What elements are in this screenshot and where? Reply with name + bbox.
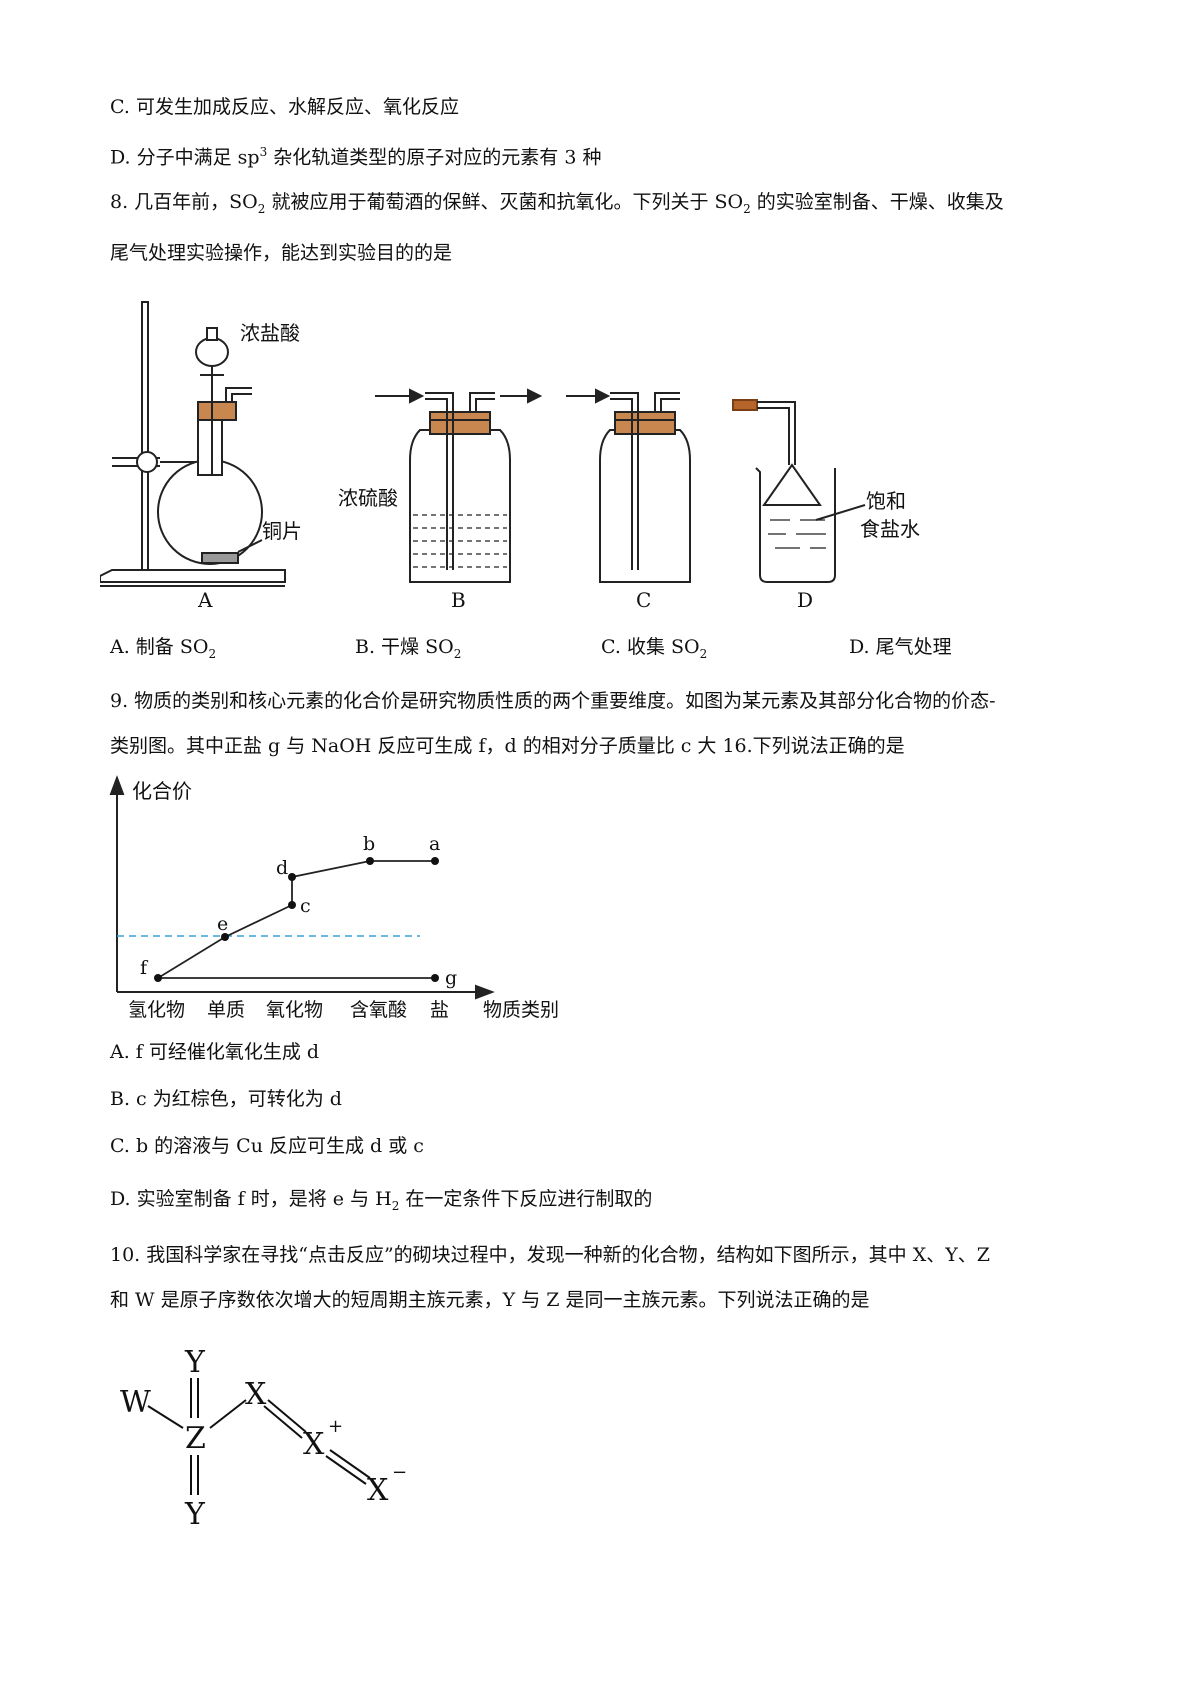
point-d	[288, 873, 296, 881]
apparatus-c	[599, 392, 691, 583]
atom-y-top: Y	[184, 1345, 206, 1380]
caption-d: D	[797, 588, 813, 612]
category-hydride: 氢化物	[128, 999, 185, 1020]
atom-x2: X	[303, 1427, 325, 1462]
q8-option-a: A. 制备 SO2	[110, 634, 216, 667]
q9-option-a: A. f 可经催化氧化生成 d	[110, 1041, 320, 1063]
label-f: f	[140, 957, 149, 979]
q9-option-d-text-2: 在一定条件下反应进行制取的	[399, 1188, 653, 1210]
caption-c: C	[636, 588, 651, 612]
superscript: 3	[259, 145, 268, 159]
q8-option-b-text: B. 干燥 SO	[355, 636, 454, 658]
point-f	[154, 974, 162, 982]
q8-stem-line1: 8. 几百年前，SO2 就被应用于葡萄酒的保鲜、灭菌和抗氧化。下列关于 SO2 …	[110, 189, 1004, 222]
label-g: g	[445, 967, 457, 989]
label-nacl-1: 饱和	[866, 489, 906, 513]
q7-option-d: D. 分子中满足 sp3 杂化轨道类型的原子对应的元素有 3 种	[110, 139, 601, 170]
category-element: 单质	[207, 999, 245, 1020]
q8-apparatus-figure: 浓盐酸 铜片 A 浓硫酸 B	[100, 301, 920, 612]
q8-option-a-text: A. 制备 SO	[110, 636, 209, 658]
subscript: 2	[453, 646, 462, 661]
q10-structure-diagram: Y W Z Y X X X + −	[120, 1345, 407, 1530]
label-h2so4: 浓硫酸	[338, 486, 398, 510]
charge-plus: +	[328, 1416, 343, 1437]
label-copper: 铜片	[262, 519, 302, 543]
q8-option-c-text: C. 收集 SO	[601, 636, 700, 658]
q7-option-c: C. 可发生加成反应、水解反应、氧化反应	[110, 96, 459, 118]
label-e: e	[217, 913, 228, 935]
subscript: 2	[699, 646, 708, 661]
atom-w: W	[120, 1385, 151, 1420]
bond-x-x-3	[329, 1449, 371, 1479]
line-c-d-b-a	[291, 860, 435, 905]
q8-text-a: 8. 几百年前，SO	[110, 191, 258, 213]
y-axis-label: 化合价	[132, 779, 192, 803]
atom-y-bottom: Y	[184, 1497, 206, 1530]
point-a	[431, 857, 439, 865]
point-b	[366, 857, 374, 865]
label-c: c	[300, 895, 311, 917]
apparatus-a	[100, 301, 286, 587]
bond-x-x-1	[267, 1399, 307, 1433]
q9-stem-line2: 类别图。其中正盐 g 与 NaOH 反应可生成 f，d 的相对分子质量比 c 大…	[110, 735, 905, 757]
label-b: b	[363, 833, 375, 855]
q9-option-d: D. 实验室制备 f 时，是将 e 与 H2 在一定条件下反应进行制取的	[110, 1186, 652, 1219]
q8-option-c: C. 收集 SO2	[601, 634, 707, 667]
subscript: 2	[743, 201, 751, 216]
q7-option-d-text-2: 杂化轨道类型的原子对应的元素有 3 种	[267, 146, 602, 169]
q9-stem-line1: 9. 物质的类别和核心元素的化合价是研究物质性质的两个重要维度。如图为某元素及其…	[110, 690, 996, 712]
q10-stem-line1: 10. 我国科学家在寻找“点击反应”的砌块过程中，发现一种新的化合物，结构如下图…	[110, 1244, 990, 1266]
q7-option-d-text: D. 分子中满足 sp	[110, 146, 260, 169]
subscript: 2	[391, 1198, 400, 1213]
bond-x-x-4	[325, 1455, 367, 1485]
y-axis-arrow	[109, 775, 125, 795]
x-axis-label: 物质类别	[483, 999, 559, 1020]
apparatus-d	[732, 399, 866, 583]
category-oxyacid: 含氧酸	[350, 999, 407, 1020]
x-axis-arrow	[475, 984, 495, 1000]
atom-x1: X	[245, 1377, 267, 1412]
flow-arrows-c	[566, 388, 611, 404]
q8-stem-line2: 尾气处理实验操作，能达到实验目的的是	[110, 242, 453, 264]
q10-stem-line2: 和 W 是原子序数依次增大的短周期主族元素，Y 与 Z 是同一主族元素。下列说法…	[110, 1289, 870, 1311]
subscript: 2	[257, 201, 266, 216]
q8-option-d: D. 尾气处理	[849, 636, 952, 658]
q8-text-b: 就被应用于葡萄酒的保鲜、灭菌和抗氧化。下列关于 SO	[265, 191, 744, 213]
charge-minus: −	[392, 1462, 407, 1483]
flow-arrows-b	[375, 388, 543, 404]
bond-z-x	[209, 1399, 247, 1429]
label-d: d	[276, 857, 288, 879]
subscript: 2	[208, 646, 217, 661]
caption-b: B	[451, 588, 466, 612]
atom-x3: X	[367, 1473, 389, 1508]
point-e	[221, 933, 229, 941]
bond-x-x-2	[263, 1405, 303, 1439]
q9-option-b: B. c 为红棕色，可转化为 d	[110, 1088, 342, 1110]
point-c	[288, 901, 296, 909]
q9-valence-chart: f e c d b a g 化合价 氢化物 单质 氧化物 含氧酸 盐 物质类别	[109, 775, 559, 1020]
q8-option-b: B. 干燥 SO2	[355, 634, 461, 667]
q8-text-c: 的实验室制备、干燥、收集及	[750, 191, 1004, 213]
category-salt: 盐	[430, 999, 449, 1020]
caption-a: A	[197, 588, 213, 612]
apparatus-b	[409, 392, 511, 583]
label-hcl: 浓盐酸	[240, 321, 300, 345]
point-g	[431, 974, 439, 982]
label-nacl-2: 食盐水	[860, 517, 920, 541]
category-oxide: 氧化物	[266, 999, 323, 1020]
atom-z: Z	[185, 1421, 206, 1456]
bond-w-z	[147, 1405, 184, 1429]
q9-option-c: C. b 的溶液与 Cu 反应可生成 d 或 c	[110, 1135, 424, 1157]
q9-option-d-text: D. 实验室制备 f 时，是将 e 与 H	[110, 1188, 392, 1210]
label-a: a	[429, 833, 440, 855]
